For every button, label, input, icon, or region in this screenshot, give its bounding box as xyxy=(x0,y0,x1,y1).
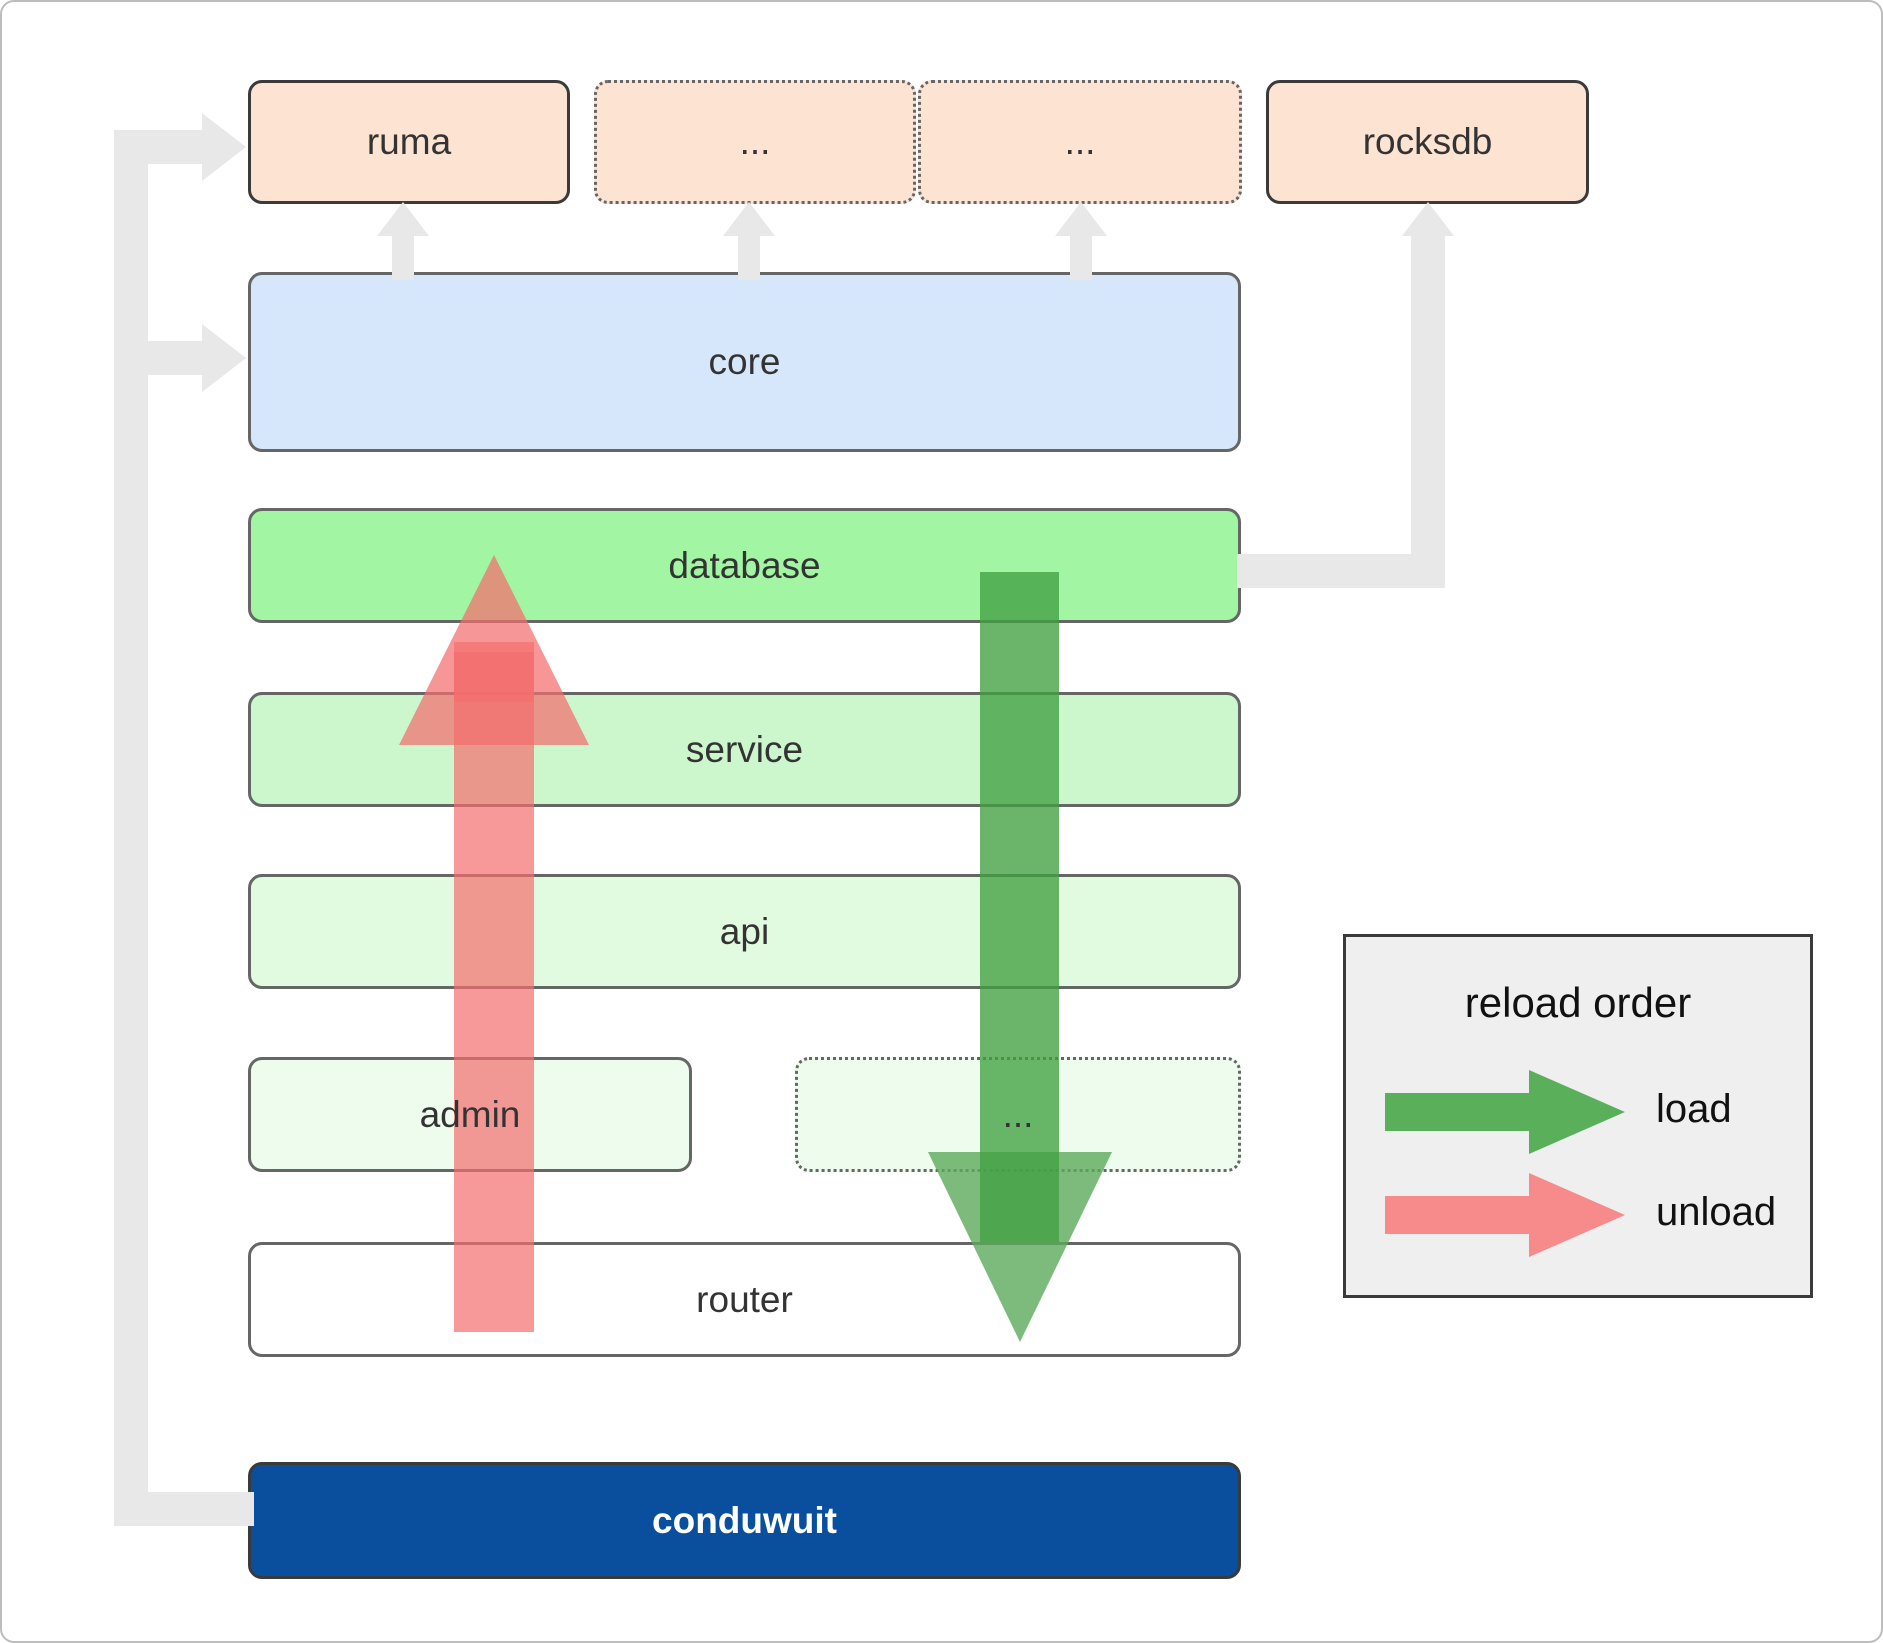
connector-arrow-database-rocksdb xyxy=(1402,202,1454,236)
connector-database-to-rocksdb-vert xyxy=(1411,230,1445,588)
unload-arrow-shaft xyxy=(454,652,534,1332)
connector-arrow-core-ruma xyxy=(377,202,429,236)
connector-spine-to-ruma xyxy=(114,130,214,164)
legend-title: reload order xyxy=(1464,979,1692,1026)
layer-box-core[interactable]: core xyxy=(248,272,1241,452)
layer-box-service[interactable]: service xyxy=(248,692,1241,807)
external-box-ruma-label: ruma xyxy=(366,121,452,162)
layer-box-api-label: api xyxy=(719,910,770,952)
connector-root-to-spine xyxy=(114,1492,254,1526)
layer-box-database-label: database xyxy=(668,544,821,586)
layer-box-dots-label: ... xyxy=(1002,1093,1034,1135)
root-box-conduwuit-label: conduwuit xyxy=(652,1499,837,1541)
legend-load-arrow-head xyxy=(1529,1070,1625,1154)
layer-box-core-label: core xyxy=(708,341,781,382)
connector-arrow-core xyxy=(202,324,246,392)
external-box-ruma[interactable]: ruma xyxy=(248,80,570,204)
connector-spine-to-core xyxy=(114,341,214,375)
connector-core-to-dots1-stem xyxy=(738,230,760,280)
connector-arrow-ruma xyxy=(202,113,246,181)
legend-panel: reload order load unload xyxy=(1343,934,1813,1298)
load-arrow-shaft xyxy=(980,572,1059,1242)
layer-box-router-label: router xyxy=(696,1278,793,1320)
legend-unload-arrow-shaft xyxy=(1385,1196,1537,1234)
external-box-dots-2-label: ... xyxy=(1064,121,1096,162)
legend-unload-arrow-head xyxy=(1529,1173,1625,1257)
connector-arrow-core-dots2 xyxy=(1055,202,1107,236)
connector-core-to-dots2-stem xyxy=(1070,230,1092,280)
connector-core-to-ruma-stem xyxy=(392,230,414,280)
root-box-conduwuit[interactable]: conduwuit xyxy=(248,1462,1241,1579)
layer-box-service-label: service xyxy=(685,728,804,770)
external-box-dots-1-label: ... xyxy=(739,121,771,162)
legend-load-label: load xyxy=(1656,1087,1732,1131)
connector-database-to-rocksdb-horiz xyxy=(1237,554,1427,588)
legend-unload-label: unload xyxy=(1656,1190,1777,1234)
layer-box-database[interactable]: database xyxy=(248,508,1241,623)
external-box-rocksdb-label: rocksdb xyxy=(1362,121,1493,162)
legend-load-arrow-shaft xyxy=(1385,1093,1537,1131)
connector-root-spine xyxy=(114,130,148,1526)
unload-arrow-shaft-upper xyxy=(454,642,534,702)
layer-box-api[interactable]: api xyxy=(248,874,1241,989)
external-box-dots-1[interactable]: ... xyxy=(594,80,916,204)
connector-arrow-core-dots1 xyxy=(723,202,775,236)
external-box-dots-2[interactable]: ... xyxy=(918,80,1242,204)
layer-box-admin-label: admin xyxy=(419,1093,521,1135)
external-box-rocksdb[interactable]: rocksdb xyxy=(1266,80,1589,204)
